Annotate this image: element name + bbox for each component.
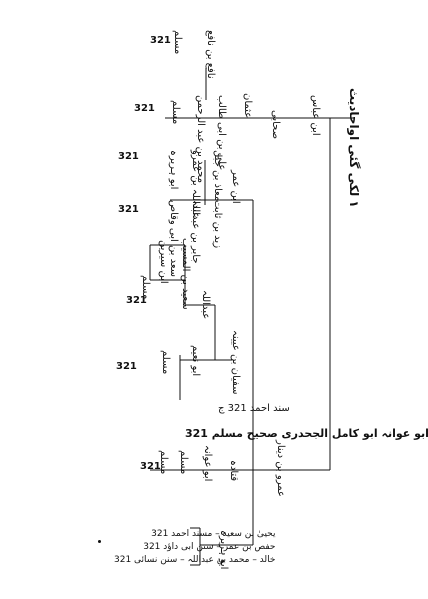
ref-number: 321 (126, 295, 147, 306)
node-bottom-b: ابو عوانہ (202, 445, 213, 482)
node-mid-b3: ابو ہریرہ (168, 150, 179, 190)
node-low-c: مسلم (160, 350, 171, 375)
node-top-leaf2: مسلم (172, 30, 183, 55)
node-top-leaf3: مسلم (170, 100, 181, 125)
node-bottom-c: مسلم (178, 450, 189, 475)
node-bottom-root: عمرو بن دینار (275, 440, 286, 497)
node-group-b: سعید بن المسیب (180, 238, 191, 310)
ref-list-item: یحییٰ بن سعید – مسند احمد 321 (151, 529, 276, 539)
node-mid-c2: جابر بن عبداللہ (190, 200, 201, 264)
node-path1: عثمان (242, 93, 253, 119)
node-bottom-a: قتادہ (228, 460, 239, 482)
node-low-a: سفیان بن عیینہ (230, 330, 241, 395)
chain-caption: ابو عوانہ ابو کامل الجحدری صحیح مسلم 321 (185, 427, 428, 440)
node-mid-a: ابن عمر (230, 170, 241, 204)
ref-list-item: خالد – محمد بن عبداللہ – سنن نسائی 321 (114, 555, 276, 565)
ref-number: 321 (150, 35, 171, 46)
node-mid-b1: معاذ بن جبل (212, 150, 223, 202)
ref-number: 321 (116, 361, 137, 372)
diagram-title: ١ لکی گئی اواحادیث (347, 88, 361, 208)
ref-musnad-ahmad: سند احمد 321 ج (218, 403, 290, 414)
node-low-b: ابو نعیم (190, 345, 201, 377)
node-group-a: عبداللہ (200, 290, 211, 320)
ref-list: یحییٰ بن سعید – مسند احمد 321 حفص بن عمر… (114, 528, 275, 567)
node-top-leaf1: نافع بن نافع (205, 30, 216, 79)
node-root-b: صحابی (270, 110, 281, 140)
ref-number: 321 (134, 103, 155, 114)
ref-number: 321 (140, 461, 161, 472)
node-group-c: ابن سیرین (158, 240, 169, 284)
ref-list-item: حفص بن عمر – سنن ابی داؤد 321 (143, 542, 276, 552)
dot-mark (98, 540, 101, 543)
node-mid-c1: زید بن ثابت (212, 200, 223, 249)
node-mid-c3: سعد بن ابی وقاص (168, 200, 179, 278)
node-root-a: ابن عباس (310, 95, 321, 136)
ref-number: 321 (118, 151, 139, 162)
ref-number: 321 (118, 204, 139, 215)
